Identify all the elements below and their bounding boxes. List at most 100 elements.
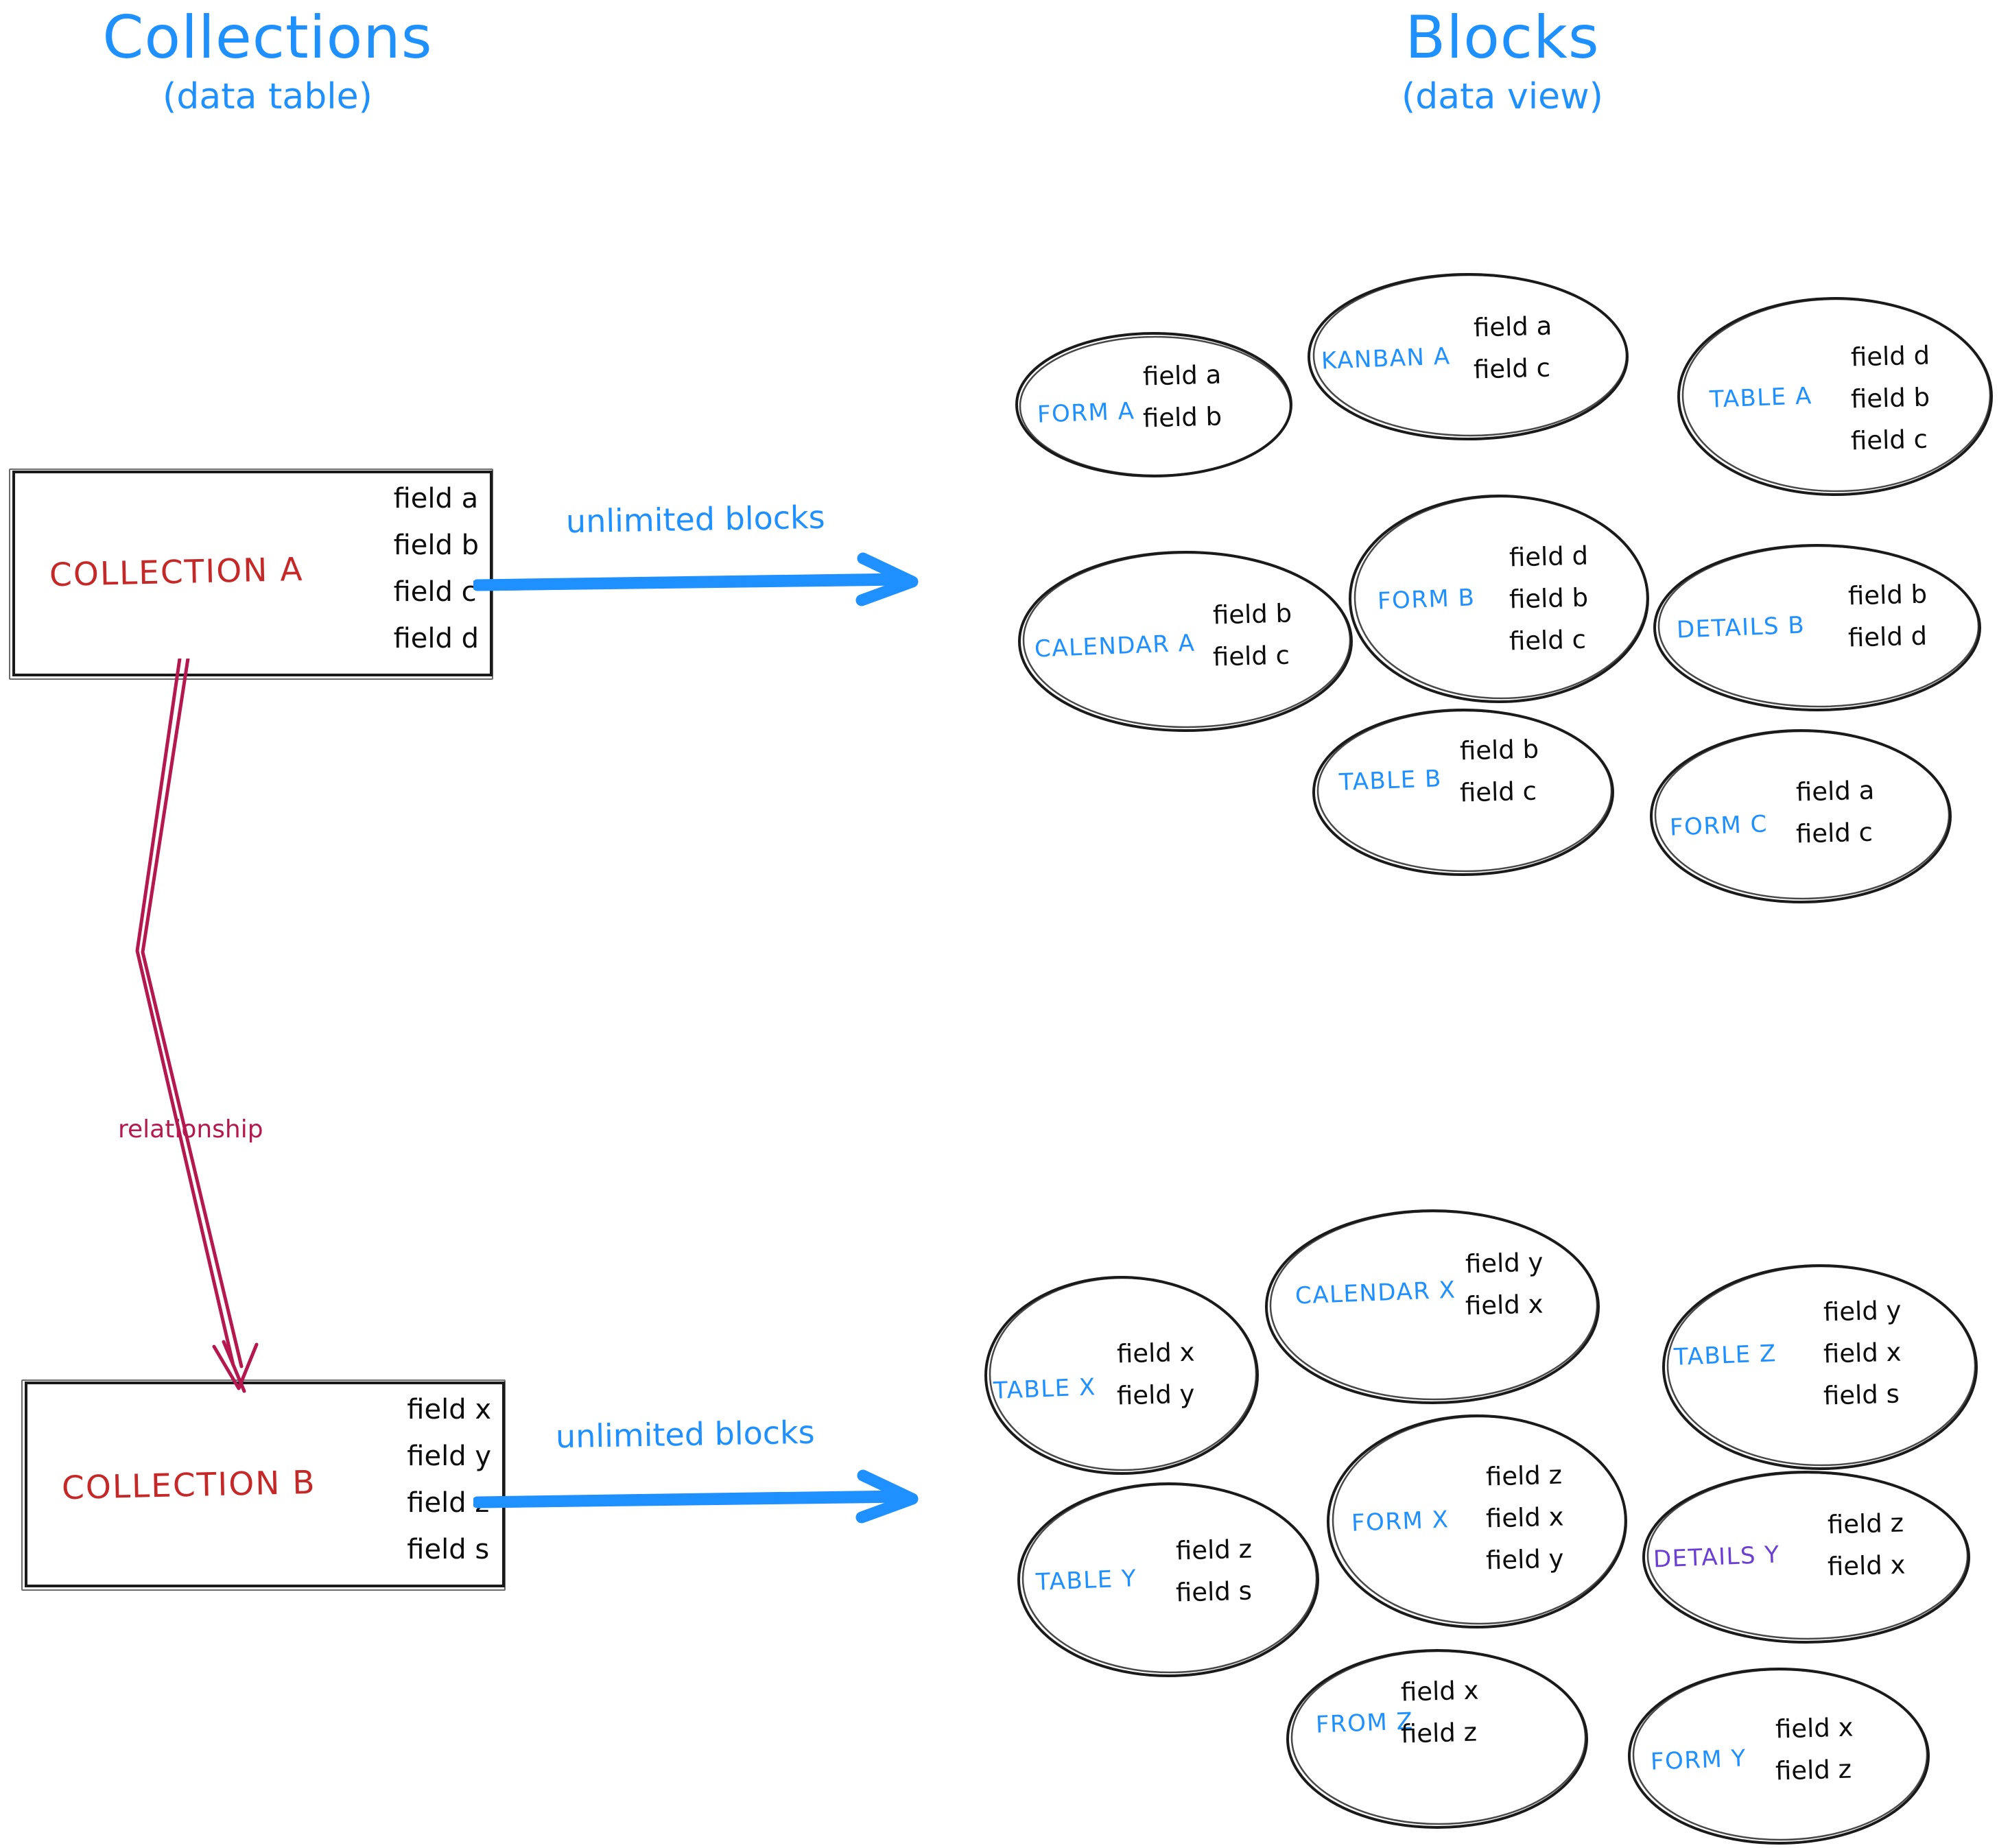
field-item: field x	[407, 1394, 491, 1425]
field-item: field c	[1850, 424, 1928, 456]
collections-subtitle: (data table)	[163, 76, 373, 118]
field-item: field b	[1459, 734, 1539, 766]
field-item: field x	[1827, 1550, 1906, 1582]
field-item: field b	[1212, 598, 1292, 630]
ellipse-shape	[1312, 709, 1614, 876]
field-item: field c	[1212, 640, 1290, 672]
collection-a-label: COLLECTION A	[49, 550, 305, 595]
block-label: DETAILS B	[1676, 611, 1806, 644]
block-field-list: field x field y	[1116, 1337, 1196, 1411]
field-item: field y	[1823, 1295, 1902, 1327]
block-table-x[interactable]: TABLE X field x field y	[981, 1272, 1262, 1478]
block-label: TABLE B	[1338, 765, 1443, 796]
ellipse-shape	[1308, 273, 1629, 440]
block-table-a[interactable]: TABLE A field d field b field c	[1674, 294, 1996, 499]
field-item: field d	[1847, 621, 1928, 653]
field-item: field d	[1850, 340, 1930, 372]
page-title-blocks: Blocks (data view)	[1262, 7, 1742, 116]
field-item: field z	[1175, 1534, 1253, 1566]
field-item: field d	[1509, 541, 1589, 573]
unlimited-blocks-arrow-a: unlimited blocks	[471, 494, 954, 631]
block-field-list: field b field c	[1459, 734, 1539, 808]
field-item: field d	[393, 623, 479, 654]
field-item: field x	[1823, 1337, 1902, 1369]
ellipse-shape	[1650, 729, 1952, 903]
ellipse-shape	[1017, 1482, 1319, 1677]
field-item: field s	[407, 1534, 490, 1565]
block-form-c[interactable]: FORM C field a field c	[1646, 727, 1955, 905]
block-label: TABLE X	[993, 1373, 1097, 1405]
ellipse-shape	[1653, 544, 1981, 711]
block-field-list: field b field d	[1847, 579, 1928, 653]
block-table-b[interactable]: TABLE B field b field c	[1309, 707, 1618, 878]
field-item: field y	[1465, 1247, 1544, 1279]
arrow-right-icon	[471, 552, 919, 606]
field-item: field c	[1795, 817, 1873, 849]
block-label: KANBAN A	[1321, 342, 1452, 375]
field-item: field z	[1775, 1754, 1852, 1786]
block-form-b[interactable]: FORM B field d field b field c	[1345, 493, 1653, 705]
field-item: field z	[1827, 1508, 1904, 1540]
ellipse-shape	[1628, 1668, 1930, 1845]
field-item: field a	[1473, 311, 1552, 343]
unlimited-blocks-arrow-b: unlimited blocks	[471, 1414, 954, 1552]
block-form-y[interactable]: FORM Y field x field z	[1624, 1666, 1933, 1847]
ellipse-shape	[1327, 1414, 1627, 1628]
field-item: field z	[1400, 1717, 1478, 1749]
block-form-x[interactable]: FORM X field z field x field y	[1323, 1412, 1631, 1631]
ellipse-shape	[1662, 1264, 1978, 1470]
block-label: TABLE A	[1709, 382, 1813, 414]
field-item: field s	[1823, 1379, 1900, 1411]
block-field-list: field y field x field s	[1823, 1295, 1902, 1411]
field-item: field y	[407, 1441, 491, 1472]
block-field-list: field x field z	[1775, 1712, 1854, 1786]
field-item: field x	[1775, 1712, 1854, 1744]
block-details-y[interactable]: DETAILS Y field z field x	[1638, 1468, 1974, 1646]
ellipse-shape	[1265, 1209, 1600, 1404]
block-label: FORM Y	[1650, 1744, 1747, 1776]
block-label: TABLE Y	[1035, 1565, 1137, 1596]
ellipse-shape	[1015, 332, 1292, 477]
blocks-title: Blocks	[1405, 3, 1600, 72]
block-table-z[interactable]: TABLE Z field y field x field s	[1659, 1261, 1981, 1473]
field-item: field x	[1400, 1675, 1480, 1707]
field-item: field a	[1142, 359, 1222, 392]
block-label: TABLE Z	[1673, 1340, 1777, 1371]
block-label: FORM X	[1351, 1506, 1450, 1537]
field-item: field b	[1142, 401, 1222, 434]
ellipse-shape	[1018, 551, 1353, 732]
block-form-a[interactable]: FORM A field a field b	[1010, 329, 1298, 480]
block-details-b[interactable]: DETAILS B field b field d	[1649, 542, 1985, 713]
field-item: field b	[1509, 582, 1589, 615]
block-field-list: field y field x	[1465, 1247, 1544, 1321]
field-item: field x	[1116, 1337, 1196, 1369]
field-item: field y	[1485, 1543, 1565, 1576]
block-field-list: field x field z	[1400, 1675, 1480, 1749]
block-calendar-x[interactable]: CALENDAR X field y field x	[1261, 1207, 1604, 1406]
field-item: field b	[1847, 579, 1928, 611]
field-item: field y	[1116, 1379, 1196, 1411]
field-item: field z	[1485, 1460, 1563, 1492]
block-from-z[interactable]: FROM Z field x field z	[1283, 1646, 1592, 1832]
block-kanban-a[interactable]: KANBAN A field a field c	[1303, 271, 1633, 442]
collection-a-box[interactable]: COLLECTION A field a field b field c fie…	[9, 469, 493, 680]
block-field-list: field z field x field y	[1485, 1460, 1565, 1576]
field-item: field c	[1509, 624, 1587, 656]
block-field-list: field z field x	[1827, 1508, 1906, 1582]
block-field-list: field b field c	[1212, 598, 1292, 672]
blocks-subtitle: (data view)	[1402, 76, 1603, 118]
block-field-list: field a field b	[1142, 359, 1222, 434]
page-title-collections: Collections (data table)	[27, 7, 508, 116]
ellipse-shape	[984, 1276, 1259, 1475]
collection-a-field-list: field a field b field c field d	[394, 483, 479, 654]
arrow-right-icon	[471, 1469, 919, 1524]
block-label: DETAILS Y	[1653, 1541, 1781, 1574]
block-calendar-a[interactable]: CALENDAR A field b field c	[1014, 549, 1357, 734]
block-field-list: field d field b field c	[1509, 541, 1589, 656]
relationship-connector	[135, 659, 259, 1393]
field-item: field b	[393, 530, 479, 561]
arrow-a-label: unlimited blocks	[565, 498, 826, 541]
field-item: field a	[1795, 775, 1875, 807]
block-table-y[interactable]: TABLE Y field z field s	[1014, 1480, 1323, 1679]
